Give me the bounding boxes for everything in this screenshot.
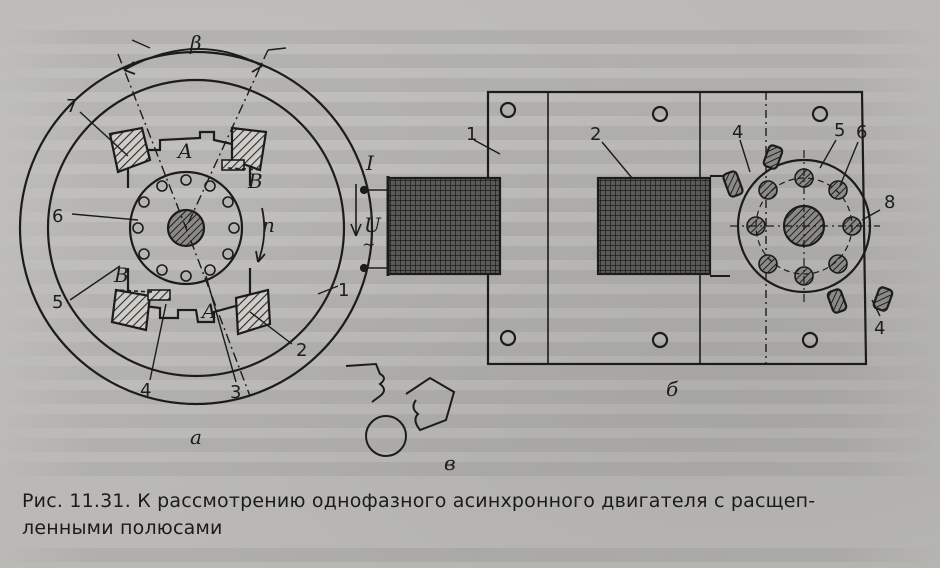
winding-bottom-left — [112, 290, 150, 330]
label-b-4-bottom: 4 — [874, 318, 885, 339]
label-voltage-u: U — [364, 213, 382, 237]
label-6: 6 — [52, 206, 63, 227]
mount-hole — [653, 333, 667, 347]
label-7: 7 — [66, 96, 77, 117]
label-2: 2 — [296, 340, 307, 361]
label-ring-b-top: B — [247, 169, 263, 193]
coil-left — [388, 178, 500, 274]
caption-line-1: Рис. 11.31. К рассмотрению однофазного а… — [22, 488, 922, 515]
shading-ring-top-left — [722, 170, 743, 197]
label-ac-tilde: ~ — [362, 235, 375, 254]
label-b-2: 2 — [590, 124, 601, 145]
label-ring-b-bottom: B — [113, 263, 129, 287]
label-b-5: 5 — [834, 120, 845, 141]
label-b-1: 1 — [466, 124, 477, 145]
figure-caption: Рис. 11.31. К рассмотрению однофазного а… — [22, 488, 922, 542]
mount-hole — [813, 107, 827, 121]
coil-sketch-right — [406, 378, 454, 430]
coil-right — [598, 178, 710, 274]
diagram-v — [346, 364, 454, 456]
winding-bottom-right — [236, 290, 270, 334]
label-b-4-top: 4 — [732, 122, 743, 143]
diagram-a — [20, 40, 372, 404]
mount-hole — [653, 107, 667, 121]
shading-ring-b-top — [222, 160, 244, 170]
label-3: 3 — [230, 382, 241, 403]
caption-line-2: ленными полюсами — [22, 515, 922, 542]
shading-ring-bottom — [827, 288, 848, 313]
label-b-8: 8 — [884, 192, 895, 213]
label-current-i: I — [365, 151, 375, 175]
label-n: n — [262, 213, 275, 237]
label-pole-a-bottom: A — [200, 299, 216, 323]
label-sub-a: а — [190, 425, 202, 449]
label-sub-b: б — [666, 377, 679, 401]
label-1: 1 — [338, 280, 349, 301]
mount-hole — [501, 103, 515, 117]
label-b-6: 6 — [856, 122, 867, 143]
label-4: 4 — [140, 380, 151, 401]
rotor-sketch — [366, 416, 406, 456]
winding-top-left — [110, 128, 150, 172]
mount-hole — [803, 333, 817, 347]
label-pole-a-top: A — [176, 139, 192, 163]
mount-hole — [501, 331, 515, 345]
diagram-b — [351, 92, 893, 364]
label-5: 5 — [52, 292, 63, 313]
label-sub-v: в — [444, 451, 456, 475]
coil-sketch-left — [346, 364, 384, 402]
label-beta: β — [189, 31, 202, 55]
